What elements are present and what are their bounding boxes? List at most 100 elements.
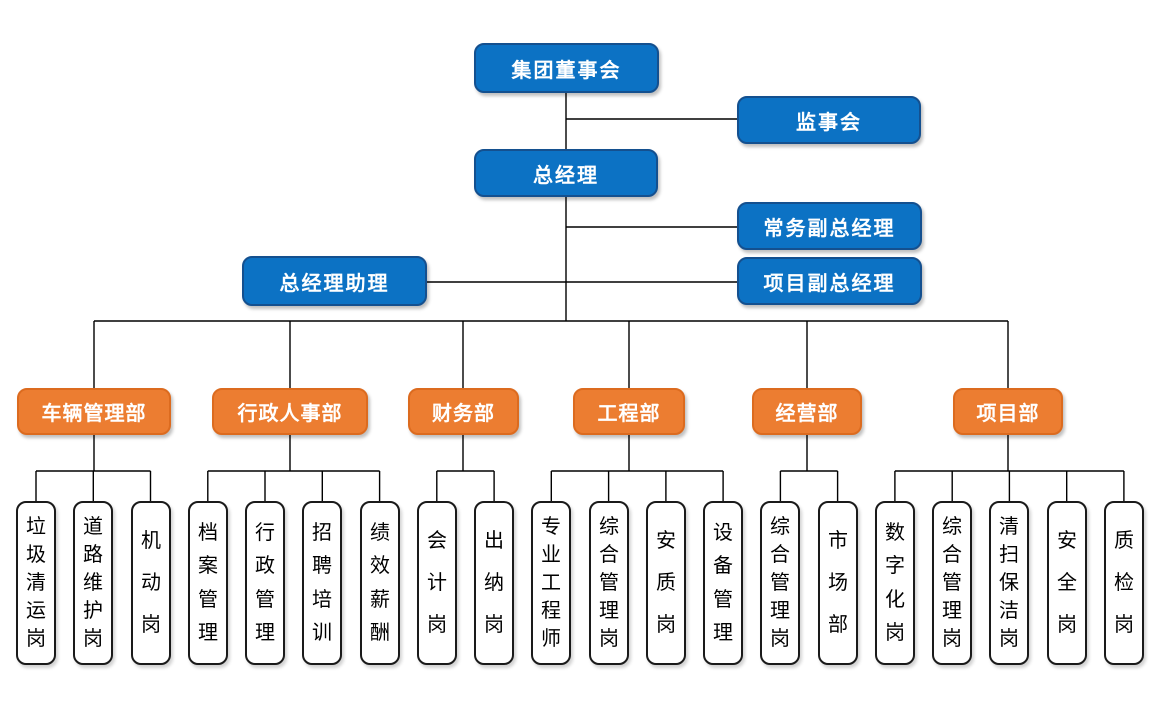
position-label-char: 安 [656, 530, 676, 552]
position-label-char: 训 [312, 622, 332, 645]
position-label-char: 综 [599, 516, 619, 538]
position-label-char: 管 [770, 572, 790, 594]
position-node[interactable]: 出纳岗 [474, 501, 514, 665]
position-label-char: 洁 [999, 600, 1019, 622]
department-node[interactable]: 经营部 [752, 388, 862, 435]
position-label-char: 岗 [26, 628, 46, 650]
position-label-char: 运 [26, 600, 46, 622]
position-label-char: 业 [541, 544, 561, 566]
position-label-char: 合 [942, 544, 962, 566]
position-label-char: 清 [26, 572, 46, 594]
position-node[interactable]: 会计岗 [417, 501, 457, 665]
position-label-char: 程 [541, 600, 561, 622]
position-label-char: 专 [541, 516, 561, 538]
department-label: 行政人事部 [237, 403, 343, 425]
position-node[interactable]: 档案管理 [188, 501, 228, 665]
position-label-char: 出 [484, 530, 504, 552]
position-label-char: 岗 [1057, 614, 1077, 636]
position-label-char: 薪 [370, 588, 390, 611]
position-label-char: 安 [1057, 530, 1077, 552]
position-label-char: 岗 [1114, 614, 1134, 636]
position-label-char: 聘 [312, 555, 332, 578]
position-node[interactable]: 招聘培训 [302, 501, 342, 665]
position-node[interactable]: 质检岗 [1104, 501, 1144, 665]
position-label-char: 管 [198, 588, 218, 611]
position-label-char: 机 [141, 530, 161, 552]
position-node[interactable]: 综合管理岗 [760, 501, 800, 665]
position-label-char: 全 [1057, 572, 1077, 594]
department-label: 项目部 [976, 403, 1040, 425]
position-node[interactable]: 绩效薪酬 [360, 501, 400, 665]
position-label-char: 质 [1114, 530, 1134, 552]
position-label-char: 理 [770, 600, 790, 622]
position-node[interactable]: 专业工程师 [531, 501, 571, 665]
department-node[interactable]: 财务部 [408, 388, 519, 435]
position-label-char: 政 [255, 555, 275, 578]
position-label-char: 检 [1114, 572, 1134, 594]
position-label-char: 管 [599, 572, 619, 594]
position-label-char: 案 [198, 555, 218, 578]
position-node[interactable]: 垃圾清运岗 [16, 501, 56, 665]
position-label-char: 字 [885, 555, 905, 578]
position-label-char: 行 [255, 521, 275, 544]
position-label-char: 维 [83, 572, 103, 594]
position-label-char: 理 [599, 600, 619, 622]
position-label-char: 岗 [885, 622, 905, 645]
position-node[interactable]: 机动岗 [131, 501, 171, 665]
position-label-char: 设 [713, 521, 733, 544]
position-node[interactable]: 综合管理岗 [589, 501, 629, 665]
position-label-char: 扫 [999, 544, 1019, 566]
position-label-char: 理 [198, 622, 218, 645]
position-label-char: 市 [828, 530, 848, 552]
position-node[interactable]: 行政管理 [245, 501, 285, 665]
position-label-char: 化 [885, 588, 905, 611]
position-label-char: 岗 [484, 614, 504, 636]
node-general-manager[interactable]: 总经理 [474, 149, 658, 197]
department-node[interactable]: 车辆管理部 [17, 388, 171, 435]
position-label-char: 管 [255, 588, 275, 611]
position-label-char: 数 [885, 521, 905, 544]
position-node[interactable]: 安质岗 [646, 501, 686, 665]
position-label-char: 综 [942, 516, 962, 538]
position-label-char: 理 [942, 600, 962, 622]
position-node[interactable]: 清扫保洁岗 [989, 501, 1029, 665]
position-label-char: 理 [713, 622, 733, 645]
node-project-deputy-gm[interactable]: 项目副总经理 [737, 257, 922, 305]
position-label-char: 部 [828, 614, 848, 636]
position-label-char: 岗 [599, 628, 619, 650]
position-label-char: 培 [312, 588, 332, 611]
position-label-char: 动 [141, 572, 161, 594]
position-label-char: 护 [83, 600, 103, 622]
department-node[interactable]: 行政人事部 [212, 388, 368, 435]
department-node[interactable]: 项目部 [953, 388, 1063, 435]
position-label-char: 岗 [141, 614, 161, 636]
position-node[interactable]: 数字化岗 [875, 501, 915, 665]
position-label-char: 会 [427, 530, 447, 552]
position-label-char: 师 [541, 628, 561, 650]
position-label-char: 计 [427, 572, 447, 594]
department-label: 工程部 [597, 403, 661, 425]
node-group-board[interactable]: 集团董事会 [474, 43, 659, 93]
node-gm-assistant[interactable]: 总经理助理 [242, 256, 427, 306]
position-node[interactable]: 市场部 [818, 501, 858, 665]
position-node[interactable]: 设备管理 [703, 501, 743, 665]
department-label: 财务部 [432, 403, 495, 425]
department-label: 车辆管理部 [41, 403, 147, 425]
position-node[interactable]: 道路维护岗 [73, 501, 113, 665]
node-supervisory-board[interactable]: 监事会 [737, 96, 921, 144]
position-label-char: 管 [713, 588, 733, 611]
position-label-char: 合 [599, 544, 619, 566]
position-node[interactable]: 综合管理岗 [932, 501, 972, 665]
position-node[interactable]: 安全岗 [1047, 501, 1087, 665]
position-label-char: 道 [83, 516, 103, 538]
department-node[interactable]: 工程部 [573, 388, 685, 435]
position-label-char: 场 [828, 572, 848, 594]
position-label-char: 招 [312, 521, 332, 544]
position-label-char: 岗 [942, 628, 962, 650]
node-executive-deputy-gm[interactable]: 常务副总经理 [737, 202, 922, 250]
position-label-char: 合 [770, 544, 790, 566]
position-label-char: 酬 [370, 622, 390, 645]
position-label-char: 工 [541, 572, 561, 594]
